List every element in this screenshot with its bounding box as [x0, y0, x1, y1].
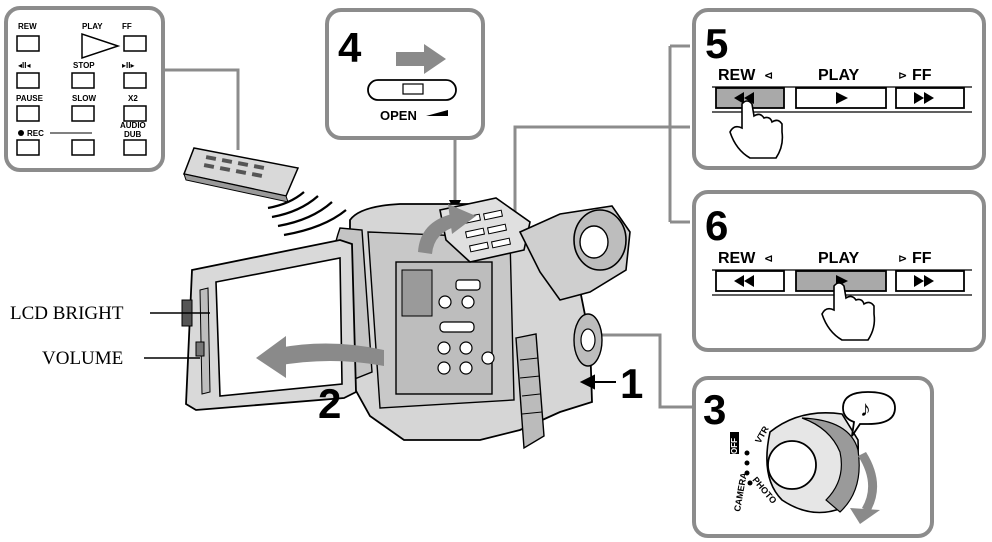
- remote-x2-button: [123, 105, 147, 122]
- step3-number: 3: [703, 386, 726, 433]
- step5-play-label: PLAY: [818, 67, 860, 84]
- remote-rec-dot-icon: [18, 130, 24, 136]
- remote-panel: REW PLAY FF ◂II◂ STOP ▸II▸ PAUSE SLOW X2…: [4, 6, 165, 172]
- step5-ff-label: FF: [912, 67, 932, 84]
- step4-panel: 4 OPEN: [325, 8, 485, 140]
- step4-number: 4: [338, 24, 362, 71]
- remote-audio-label: AUDIO: [120, 121, 146, 130]
- step1-arrow-icon: [579, 374, 616, 390]
- beep-speech-bubble: ♪: [842, 391, 896, 437]
- remote-rew-label: REW: [18, 22, 37, 31]
- speaker-grille: [401, 269, 433, 317]
- open-direction-arrow-icon: [426, 110, 448, 116]
- lcd-swing-arrow-icon: [256, 336, 384, 378]
- step6-rew-symbol: ⊲: [764, 253, 773, 265]
- remote-play-label: PLAY: [82, 22, 103, 31]
- volume-label: VOLUME: [42, 348, 123, 369]
- handheld-remote: [182, 147, 347, 237]
- remote-next-button: [123, 72, 147, 89]
- lcd-screen: [215, 257, 343, 397]
- remote-pause-button: [16, 105, 40, 122]
- remote-x2-label: X2: [128, 94, 138, 103]
- step6-ff-symbol: ⊳: [898, 253, 907, 265]
- step6-ff-label: FF: [912, 250, 932, 267]
- remote-rew-button: [16, 35, 40, 52]
- step5-rew-symbol: ⊲: [764, 70, 773, 82]
- connector-lines: [165, 44, 700, 409]
- remote-rec-button: [16, 139, 40, 156]
- lcd-bright-callout: LCD BRIGHT: [10, 303, 210, 324]
- slide-right-arrow-icon: [396, 44, 446, 74]
- ir-signal-icon: [267, 191, 347, 237]
- pressing-hand-icon: [821, 282, 876, 341]
- remote-dub-label: DUB: [124, 130, 142, 139]
- remote-ff-label: FF: [122, 22, 132, 31]
- remote-stop-label: STOP: [73, 61, 95, 70]
- remote-pause-label: PAUSE: [16, 94, 44, 103]
- remote-prev-button: [16, 72, 40, 89]
- mode-dial: [766, 412, 860, 514]
- pressing-hand-icon: [729, 100, 784, 159]
- step5-panel: 5 REW ⊲ PLAY ⊳ FF: [692, 8, 986, 170]
- step1-number: 1: [620, 360, 643, 407]
- step6-rew-label: REW: [718, 250, 756, 267]
- remote-rec-pair-button: [71, 139, 95, 156]
- remote-rec-label: REC: [27, 129, 44, 138]
- camcorder-illustration: [181, 197, 631, 450]
- remote-slow-button: [71, 105, 95, 122]
- step6-number: 6: [705, 202, 728, 249]
- remote-slow-label: SLOW: [72, 94, 96, 103]
- off-label-box: [730, 432, 739, 454]
- remote-ff-button: [123, 35, 147, 52]
- lcd-bright-label: LCD BRIGHT: [10, 303, 124, 324]
- lid-open-arrow-icon: [418, 204, 476, 254]
- volume-control: [195, 341, 205, 357]
- volume-callout: VOLUME: [42, 348, 200, 369]
- remote-play-triangle: [81, 32, 121, 60]
- step5-ff-symbol: ⊳: [898, 70, 907, 82]
- step5-number: 5: [705, 20, 728, 67]
- remote-stop-button: [71, 72, 95, 89]
- step2-number: 2: [318, 380, 341, 427]
- remote-audio-dub-button: [123, 139, 147, 156]
- remote-prev-symbol: ◂II◂: [18, 61, 30, 70]
- off-label: OFF: [730, 438, 739, 454]
- music-note-icon: ♪: [860, 396, 871, 421]
- step3-panel: 3 OFF VTR CAMERA PHOTO ♪: [692, 376, 934, 538]
- mode-indicator-dots: [744, 450, 753, 486]
- rotate-down-arrow-icon: [850, 452, 880, 524]
- remote-next-symbol: ▸II▸: [122, 61, 134, 70]
- step6-panel: 6 REW ⊲ PLAY ⊳ FF: [692, 190, 986, 352]
- open-label: OPEN: [380, 108, 417, 123]
- open-switch-knob: [402, 83, 424, 95]
- step6-play-label: PLAY: [818, 250, 860, 267]
- step5-rew-label: REW: [718, 67, 756, 84]
